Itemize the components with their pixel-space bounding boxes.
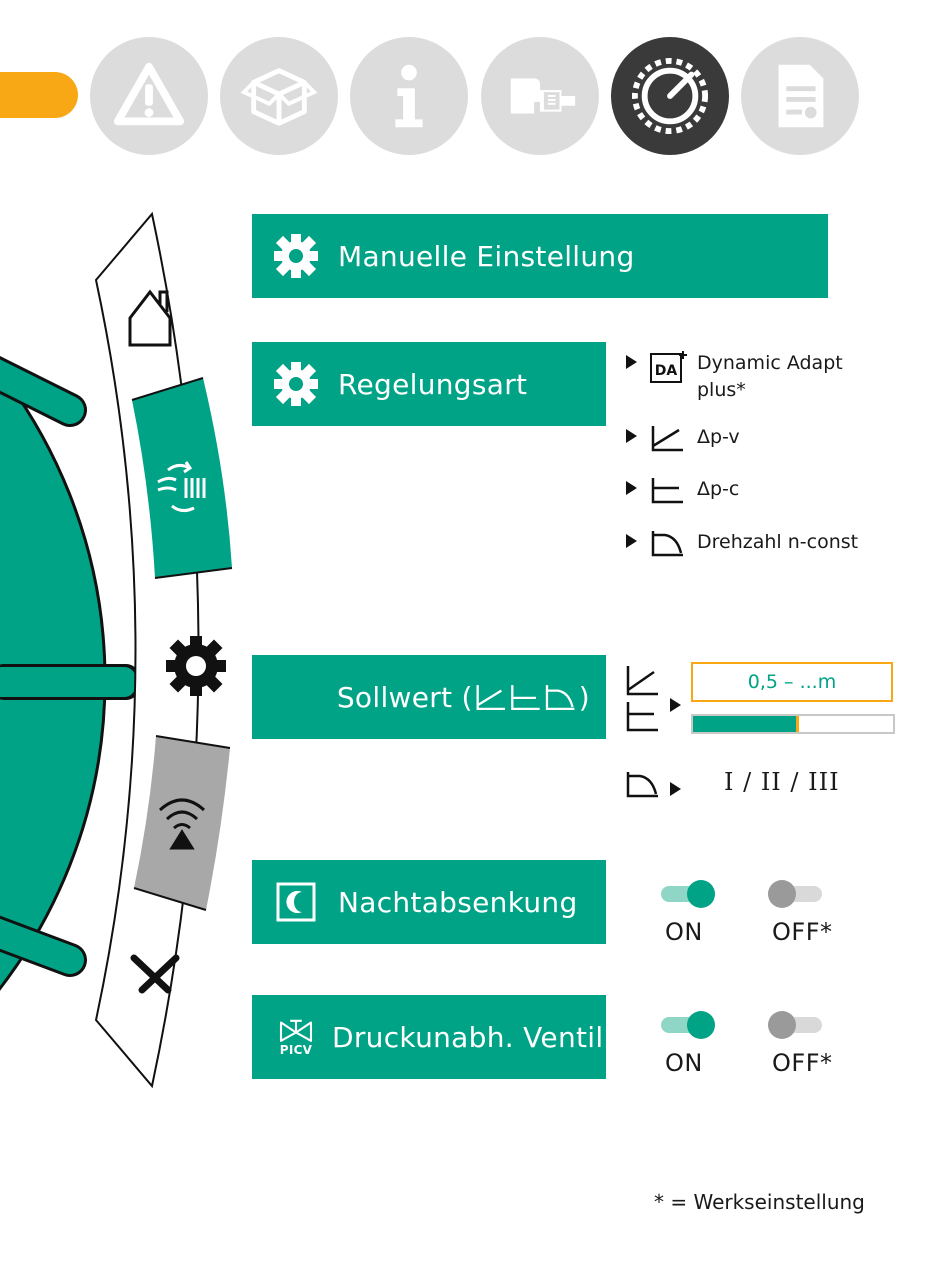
control-mode-label: Regelungsart: [338, 368, 527, 401]
night-setback-on-toggle[interactable]: [661, 880, 715, 908]
setpoint-value: 0,5 – ...m: [748, 671, 836, 693]
picv-off-toggle[interactable]: [768, 1011, 822, 1039]
night-setback-header[interactable]: Nachtabsenkung: [252, 860, 606, 944]
option-n-const[interactable]: Drehzahl n-const: [626, 529, 858, 559]
picv-label: Druckunabh. Ventil: [332, 1021, 603, 1054]
arrow-right-icon: [670, 698, 681, 712]
settings-icon: [166, 636, 226, 696]
night-setback-label: Nachtabsenkung: [338, 886, 578, 919]
night-setback-off-label: OFF*: [772, 918, 833, 946]
option-dp-v-label: Δp-v: [697, 424, 740, 451]
picv-on-toggle[interactable]: [661, 1011, 715, 1039]
option-dp-c-label: Δp-c: [697, 476, 739, 503]
arrow-right-icon: [670, 782, 681, 796]
picv-off-label: OFF*: [772, 1049, 833, 1077]
setpoint-header[interactable]: Sollwert ( ): [252, 655, 606, 739]
picv-header[interactable]: PICV Druckunabh. Ventil: [252, 995, 606, 1079]
dp-c-icon: [649, 476, 687, 506]
arrow-right-icon: [626, 429, 637, 443]
setpoint-value-field[interactable]: 0,5 – ...m: [691, 662, 893, 702]
arrow-right-icon: [626, 534, 637, 548]
option-dynamic-adapt-line1: Dynamic Adapt: [697, 352, 843, 374]
gear-icon: [270, 358, 322, 410]
factory-setting-note: * = Werkseinstellung: [654, 1190, 865, 1214]
info-icon[interactable]: [350, 37, 468, 155]
setpoint-mode-icons: [474, 681, 578, 713]
arrow-right-icon: [626, 481, 637, 495]
setpoint-label-end: ): [579, 681, 590, 714]
setpoint-level-fill: [693, 716, 799, 732]
night-setback-off-toggle[interactable]: [768, 880, 822, 908]
arrow-right-icon: [626, 355, 637, 369]
option-n-const-label: Drehzahl n-const: [697, 529, 858, 556]
dp-v-icon: [649, 424, 687, 454]
speed-levels[interactable]: I / II / III: [724, 768, 840, 796]
settings-dial-icon[interactable]: [611, 37, 729, 155]
gear-icon: [270, 230, 322, 282]
svg-text:DA: DA: [655, 363, 678, 379]
dp-mode-icons: [624, 664, 660, 734]
valve-icon: PICV: [270, 1011, 322, 1063]
control-mode-header[interactable]: Regelungsart: [252, 342, 606, 426]
document-icon[interactable]: [741, 37, 859, 155]
n-const-icon: [624, 770, 660, 800]
manual-settings-label: Manuelle Einstellung: [338, 240, 635, 273]
moon-icon: [270, 876, 322, 928]
setpoint-label: Sollwert (: [337, 681, 473, 714]
picv-on-label: ON: [665, 1049, 703, 1077]
option-dynamic-adapt-line2: plus*: [697, 379, 746, 401]
night-setback-on-label: ON: [665, 918, 703, 946]
control-wheel: [0, 0, 250, 1267]
option-dp-c[interactable]: Δp-c: [626, 476, 739, 506]
installation-icon[interactable]: [481, 37, 599, 155]
manual-settings-header[interactable]: Manuelle Einstellung: [252, 214, 828, 298]
setpoint-level-bar[interactable]: [691, 714, 895, 734]
picv-icon-text: PICV: [280, 1043, 313, 1057]
option-dp-v[interactable]: Δp-v: [626, 424, 740, 454]
n-const-icon: [649, 529, 687, 559]
option-dynamic-adapt[interactable]: DA Dynamic Adapt plus*: [626, 350, 843, 404]
da-plus-icon: DA: [649, 350, 687, 384]
